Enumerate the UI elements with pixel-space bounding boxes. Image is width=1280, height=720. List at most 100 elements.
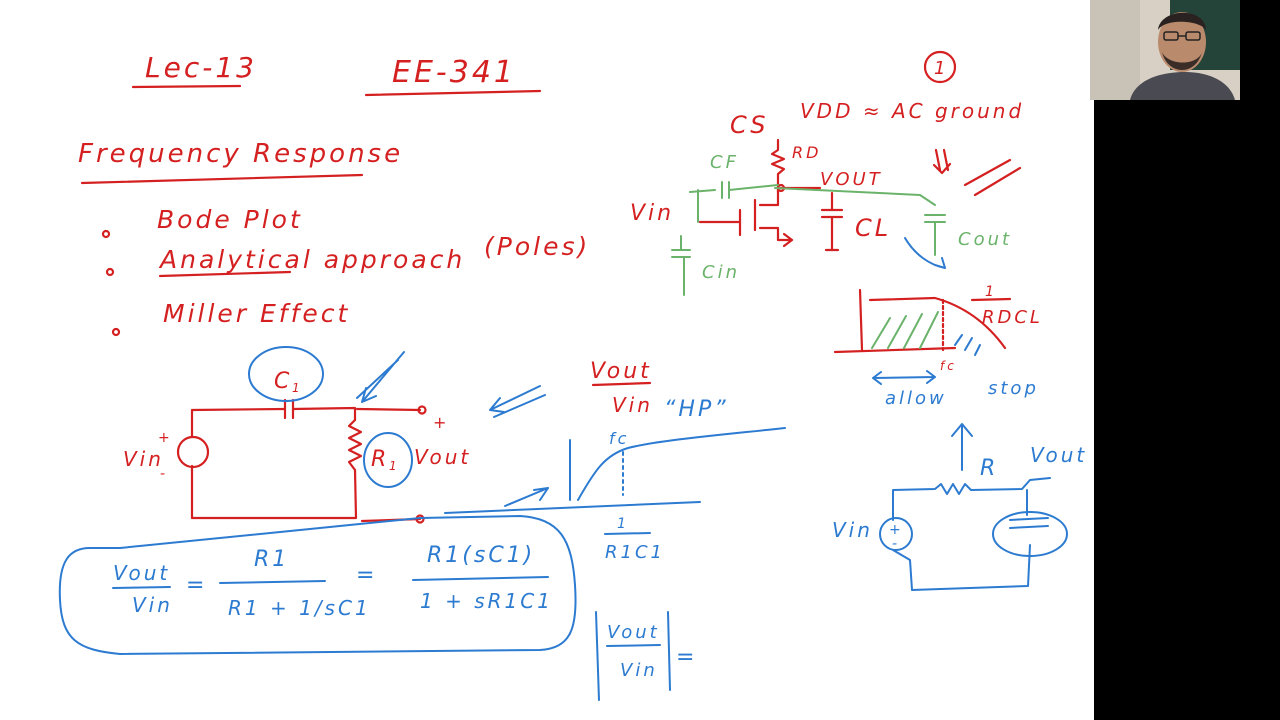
- up-arrow: [951, 423, 973, 471]
- cl-capacitor: [820, 191, 844, 252]
- lp-corner-num: 1: [985, 284, 997, 300]
- down-arrow: [932, 148, 952, 175]
- hp-corner-den: R1C1: [605, 542, 665, 563]
- formula-eq2: =: [356, 563, 377, 588]
- magnitude-den: Vin: [620, 660, 658, 681]
- lp-fc-label: fc: [940, 359, 957, 373]
- lp-src-plus: +: [889, 522, 904, 538]
- lp-passband-hatch: [871, 311, 939, 349]
- lp-capacitor: [1009, 517, 1049, 529]
- transistor: [698, 186, 822, 248]
- plot-to-circuit-arrow: [489, 385, 546, 418]
- formula-mid-num: R1: [254, 547, 289, 572]
- hp-c1-sub: 1: [292, 381, 303, 395]
- lp-source: [879, 517, 913, 551]
- right-black-margin: [1094, 100, 1280, 720]
- magnitude-eq: =: [676, 645, 697, 670]
- magnitude-num: Vout: [607, 622, 660, 643]
- formula-lhs-bar: [112, 586, 171, 589]
- formula-eq1: =: [186, 573, 207, 598]
- bullet-dot: [101, 229, 111, 239]
- analytical-underline: [158, 270, 292, 278]
- formula-lhs-num: Vout: [113, 561, 170, 585]
- bullet-miller: Miller Effect: [163, 299, 350, 328]
- lp-vin-label: Vin: [832, 518, 873, 542]
- topic-underline: [80, 173, 364, 185]
- formula-lhs-den: Vin: [132, 593, 173, 617]
- webcam-video: [1090, 0, 1240, 100]
- hp-vout-label: Vout: [414, 445, 471, 469]
- rd-label: RD: [792, 143, 821, 162]
- allow-arrow: [872, 370, 936, 385]
- formula-mid-bar: [219, 580, 326, 584]
- formula-rhs-den: 1 + sR1C1: [420, 589, 553, 613]
- lecture-underline: [131, 84, 242, 89]
- hp-response-curve: [577, 427, 786, 501]
- rd-resistor: [770, 138, 786, 194]
- formula-mid-den: R1 + 1/sC1: [228, 596, 371, 620]
- page-number-circle: [923, 50, 957, 84]
- hp-fc-label: fc: [609, 429, 629, 448]
- formula-rhs-num: R1(sC1): [427, 543, 535, 568]
- hp-capacitor: [283, 398, 295, 420]
- hp-r1-label: R: [371, 447, 389, 472]
- hp-corner-bar: [604, 532, 651, 535]
- hp-c1-label: C: [274, 369, 292, 394]
- lp-corner-den: RDCL: [982, 307, 1043, 328]
- whiteboard-canvas[interactable]: Lec-13 EE-341 Frequency Response Bode Pl…: [0, 0, 1094, 720]
- slash-marks: [963, 158, 1022, 197]
- lecture-label: Lec-13: [145, 51, 257, 84]
- bullet-dot: [111, 327, 121, 337]
- cf-label: CF: [710, 152, 739, 173]
- hp-entry-arrow: [504, 487, 549, 507]
- whiteboard-drawing: Lec-13 EE-341 Frequency Response Bode Pl…: [58, 50, 1084, 701]
- hp-resistor: [347, 418, 363, 472]
- r1-highlight-circle: [363, 432, 413, 488]
- lp-r-label: R: [980, 456, 998, 481]
- hp-ratio-bar: [591, 381, 652, 387]
- hp-ratio-den: Vin: [612, 393, 653, 417]
- c1-highlight-circle: [248, 346, 324, 402]
- hp-output-node: [417, 405, 427, 415]
- hp-vin-label: Vin: [123, 447, 164, 471]
- hp-source: [176, 435, 210, 469]
- bullet-analytical: Analytical approach: [158, 245, 465, 274]
- bullet-bode-plot: Bode Plot: [157, 205, 303, 234]
- cl-label: CL: [855, 214, 891, 242]
- hp-ratio-num: Vout: [590, 359, 652, 384]
- course-underline: [364, 89, 542, 97]
- hp-src-plus: +: [158, 430, 173, 446]
- green-parasitics: [689, 181, 946, 256]
- vout-label: VOUT: [820, 169, 883, 190]
- cs-vin-label: Vin: [630, 201, 674, 226]
- lp-cap-highlight: [992, 511, 1068, 557]
- cin-label: Cin: [702, 262, 740, 283]
- hp-src-minus: -: [160, 466, 168, 482]
- presenter-avatar: [1090, 0, 1240, 100]
- magnitude-bars: [595, 611, 671, 701]
- lp-src-minus: -: [892, 536, 900, 552]
- cl-to-plot-arrow: [904, 237, 946, 269]
- lp-stopband-hatch: [954, 334, 981, 356]
- hp-tag: “HP”: [664, 397, 729, 422]
- lp-response-curve: [868, 296, 1007, 350]
- cin-capacitor: [671, 235, 691, 296]
- topic-title: Frequency Response: [78, 139, 403, 169]
- vdd-note: VDD ≈ AC ground: [800, 99, 1024, 123]
- lp-corner-bar: [970, 297, 1012, 302]
- magnitude-fraction-bar: [606, 644, 661, 647]
- lp-circuit-wires: [892, 477, 1051, 591]
- formula-box: [58, 515, 577, 655]
- allow-label: allow: [885, 388, 947, 409]
- cs-label: CS: [730, 111, 768, 139]
- bullet-dot: [105, 267, 115, 277]
- course-code-text: EE-341: [392, 55, 516, 90]
- hp-circuit-wires: [190, 406, 358, 520]
- hp-corner-num: 1: [617, 516, 629, 532]
- cout-label: Cout: [958, 229, 1012, 250]
- formula-rhs-bar: [412, 576, 549, 581]
- page-number: 1: [934, 58, 948, 79]
- hp-plus: +: [433, 413, 449, 432]
- hp-r1-sub: 1: [389, 459, 400, 473]
- lp-axes: [833, 288, 957, 354]
